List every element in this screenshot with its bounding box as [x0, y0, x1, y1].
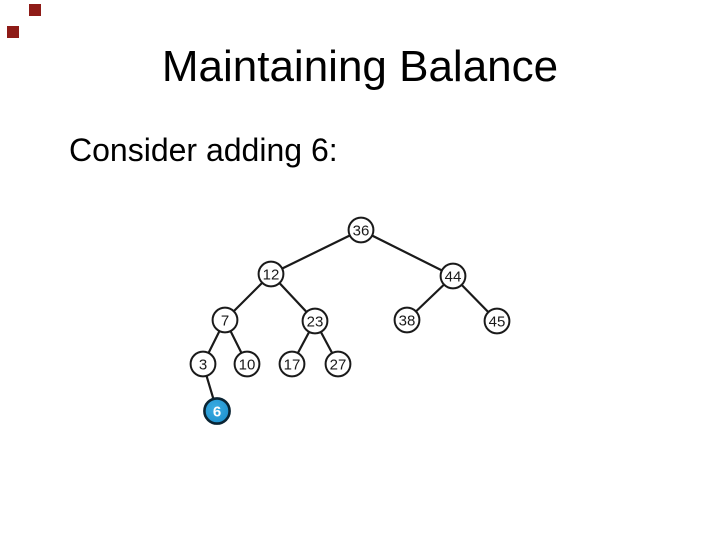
tree-node-6-label: 6: [213, 403, 221, 420]
tree-node-10-circle: [233, 350, 261, 378]
tree-node-36-circle: [347, 216, 375, 244]
tree-node-10-label: 10: [239, 356, 256, 373]
tree-node-3-label: 3: [199, 356, 207, 373]
tree-edge-36-44: [360, 229, 454, 277]
tree-node-38: 38: [393, 306, 421, 334]
tree-node-45-circle: [483, 307, 511, 335]
tree-node-7-label: 7: [221, 312, 229, 329]
tree-node-12-circle: [257, 260, 285, 288]
tree-node-23-circle: [301, 307, 329, 335]
tree-node-17-label: 17: [284, 356, 301, 373]
tree-node-12-label: 12: [263, 266, 280, 283]
decoration-square-left: [7, 26, 19, 38]
tree-node-6-circle: [203, 397, 231, 425]
body-text: Consider adding 6:: [69, 132, 338, 168]
tree-node-45: 45: [483, 307, 511, 335]
decoration-square-top: [29, 4, 41, 16]
tree-node-44: 44: [439, 262, 467, 290]
tree-node-36: 36: [347, 216, 375, 244]
tree-node-36-label: 36: [353, 222, 370, 239]
tree-edge-36-12: [270, 229, 362, 275]
tree-node-23: 23: [301, 307, 329, 335]
tree-node-27-label: 27: [330, 356, 347, 373]
tree-node-44-label: 44: [445, 268, 462, 285]
tree-node-7-circle: [211, 306, 239, 334]
tree-node-17: 17: [278, 350, 306, 378]
tree-node-27-circle: [324, 350, 352, 378]
slide-title: Maintaining Balance: [161, 42, 559, 91]
tree-node-6: 6: [203, 397, 231, 425]
tree-node-12: 12: [257, 260, 285, 288]
tree-node-3-circle: [189, 350, 217, 378]
tree-node-3: 3: [189, 350, 217, 378]
tree-node-23-label: 23: [307, 313, 324, 330]
tree-node-7: 7: [211, 306, 239, 334]
tree-node-17-circle: [278, 350, 306, 378]
tree-node-27: 27: [324, 350, 352, 378]
tree-node-38-circle: [393, 306, 421, 334]
tree-node-38-label: 38: [399, 312, 416, 329]
tree-node-45-label: 45: [489, 313, 506, 330]
tree-node-44-circle: [439, 262, 467, 290]
tree-node-10: 10: [233, 350, 261, 378]
